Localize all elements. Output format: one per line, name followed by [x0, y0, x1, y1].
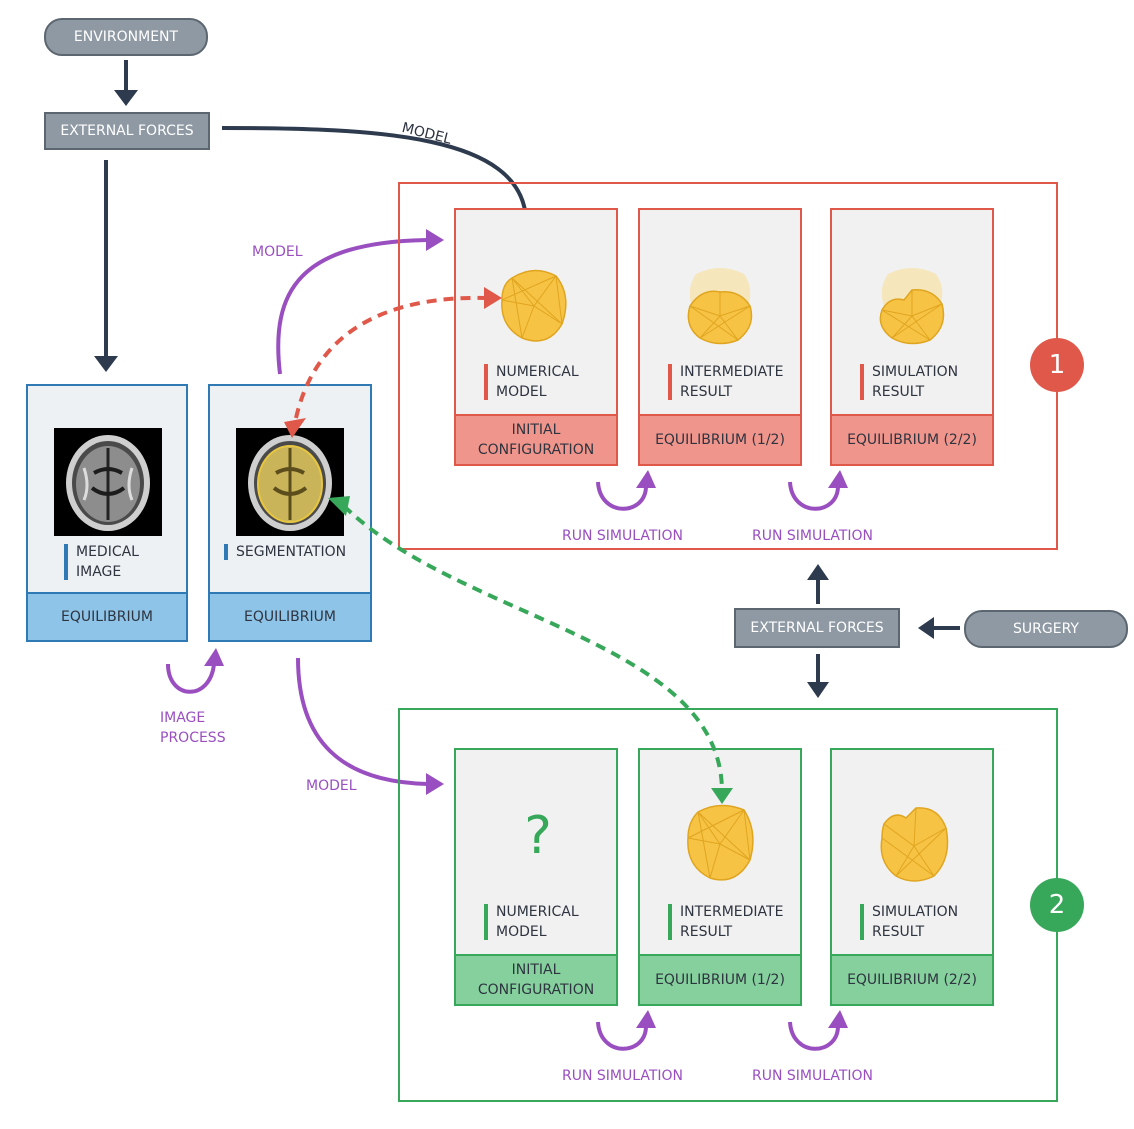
scenario-2-intermediate-footer: EQUILIBRIUM (1/2) — [640, 954, 800, 1004]
brain-mesh-icon — [687, 268, 753, 345]
arrow-run-sim-red-2 — [788, 470, 848, 511]
scenario-2-intermediate-label: INTERMEDIATE RESULT — [668, 902, 810, 942]
scenario-2-initial-card: ? NUMERICAL MODEL INITIAL CONFIGURATION — [454, 748, 618, 1006]
run-sim-green-2-label: RUN SIMULATION — [752, 1068, 874, 1084]
segmentation-label: SEGMENTATION — [224, 542, 384, 562]
scenario-2-result-footer: EQUILIBRIUM (2/2) — [832, 954, 992, 1004]
run-sim-green-1-label: RUN SIMULATION — [562, 1068, 684, 1084]
edge-label-model-left: MODEL — [252, 244, 303, 260]
brain-mesh-icon — [880, 807, 949, 882]
edge-label-image-process: IMAGE PROCESS — [160, 710, 226, 746]
external-forces-mid-label: EXTERNAL FORCES — [750, 620, 884, 636]
arrow-forces-to-scenario-1 — [807, 564, 829, 604]
external-forces-top-node: EXTERNAL FORCES — [44, 112, 210, 150]
scenario-1-result-footer: EQUILIBRIUM (2/2) — [832, 414, 992, 464]
external-forces-mid-node: EXTERNAL FORCES — [734, 608, 900, 648]
surgery-node: SURGERY — [964, 610, 1128, 648]
arrow-forces-to-medical-image — [94, 160, 118, 372]
mri-image — [54, 428, 162, 536]
run-sim-red-1-label: RUN SIMULATION — [562, 528, 684, 544]
surgery-label: SURGERY — [1013, 621, 1079, 637]
scenario-1-intermediate-footer: EQUILIBRIUM (1/2) — [640, 414, 800, 464]
environment-node: ENVIRONMENT — [44, 18, 208, 56]
segmentation-footer: EQUILIBRIUM — [210, 592, 370, 640]
scenario-1-result-card: SIMULATION RESULT EQUILIBRIUM (2/2) — [830, 208, 994, 466]
arrow-surgery-to-forces — [918, 617, 960, 639]
scenario-2-result-label: SIMULATION RESULT — [860, 902, 992, 942]
scenario-2-intermediate-card: INTERMEDIATE RESULT EQUILIBRIUM (1/2) — [638, 748, 802, 1006]
medical-image-label: MEDICAL IMAGE — [64, 542, 186, 582]
question-mark-icon: ? — [524, 806, 552, 866]
arrow-run-sim-green-1 — [596, 1010, 656, 1051]
brain-mesh-icon — [879, 268, 945, 345]
scenario-1-initial-footer: INITIAL CONFIGURATION — [456, 414, 616, 464]
scenario-1-badge: 1 — [1030, 338, 1084, 392]
external-forces-top-label: EXTERNAL FORCES — [60, 123, 194, 139]
segmentation-image — [236, 428, 344, 536]
scenario-1-result-label: SIMULATION RESULT — [860, 362, 992, 402]
scenario-1-initial-label: NUMERICAL MODEL — [484, 362, 616, 402]
medical-image-card: MEDICAL IMAGE EQUILIBRIUM — [26, 384, 188, 642]
arrow-segmentation-to-model-1 — [276, 229, 444, 375]
arrow-forces-to-scenario-2 — [807, 654, 829, 698]
edge-label-model-bottom: MODEL — [306, 778, 357, 794]
brain-mesh-icon — [687, 804, 754, 881]
arrow-run-sim-green-2 — [788, 1010, 848, 1051]
brain-mesh-icon — [501, 269, 567, 342]
scenario-1-intermediate-card: INTERMEDIATE RESULT EQUILIBRIUM (1/2) — [638, 208, 802, 466]
scenario-1-intermediate-label: INTERMEDIATE RESULT — [668, 362, 810, 402]
arrow-image-process — [166, 648, 224, 694]
medical-image-footer: EQUILIBRIUM — [28, 592, 186, 640]
scenario-2-result-card: SIMULATION RESULT EQUILIBRIUM (2/2) — [830, 748, 994, 1006]
segmentation-card: SEGMENTATION EQUILIBRIUM — [208, 384, 372, 642]
environment-label: ENVIRONMENT — [73, 29, 179, 45]
scenario-1-initial-card: NUMERICAL MODEL INITIAL CONFIGURATION — [454, 208, 618, 466]
scenario-2-initial-footer: INITIAL CONFIGURATION — [456, 954, 616, 1004]
arrow-environment-to-forces — [114, 60, 138, 106]
run-sim-red-2-label: RUN SIMULATION — [752, 528, 874, 544]
scenario-2-initial-label: NUMERICAL MODEL — [484, 902, 616, 942]
scenario-2-badge: 2 — [1030, 878, 1084, 932]
